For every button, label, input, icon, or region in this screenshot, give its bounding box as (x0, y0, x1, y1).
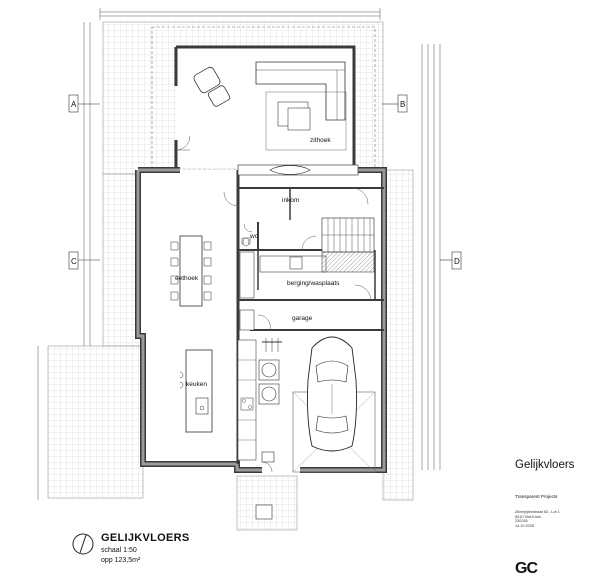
room-label-berging: berging/wasplaats (287, 280, 340, 287)
section-marker-a: A (68, 94, 100, 113)
terrace-right (382, 169, 414, 501)
car (292, 336, 376, 473)
section-marker-b: B (382, 94, 408, 113)
dimension-lines (37, 8, 441, 500)
wc-fixture (241, 237, 251, 247)
legend-scale: schaal 1:50 (101, 547, 137, 554)
room-label-zithoek: zithoek (310, 137, 331, 144)
kitchen-units (237, 339, 257, 461)
titleblock-address: Zilverpijlenstraat 63 - Lot 1 8310 Sint-… (515, 510, 560, 528)
company-logo: GC (515, 560, 538, 577)
room-label-inkom: inkom (282, 197, 299, 204)
address-line: 230245 (515, 519, 528, 524)
titleblock-firm: Transparent Projects (515, 494, 558, 499)
section-marker-c: C (68, 251, 100, 270)
room-label-garage: garage (292, 315, 313, 322)
address-line: Zilverpijlenstraat 63 - Lot 1 (515, 510, 560, 514)
armchair (193, 66, 231, 107)
section-label-d: D (454, 257, 460, 266)
dining-table (170, 235, 212, 307)
hallway-cabinet (237, 164, 359, 176)
legend-title: GELIJKVLOERS (101, 532, 190, 544)
storage-cabinets (239, 251, 375, 331)
laundry (258, 338, 282, 405)
entrance-details (255, 451, 275, 520)
section-label-a: A (71, 100, 77, 109)
north-arrow-icon (72, 533, 94, 555)
entrance-path (236, 475, 298, 531)
titleblock-title: Gelijkvloers (515, 459, 575, 471)
kitchen-island (179, 349, 213, 433)
legend-area: opp 123,5m² (101, 557, 141, 564)
doors (223, 187, 372, 473)
sofa (255, 61, 347, 151)
section-label-b: B (400, 100, 405, 109)
section-marker-d: D (440, 251, 462, 270)
address-line: 8310 Sint-Kruis (515, 514, 541, 519)
room-label-wc: wc (249, 233, 259, 240)
terrace-left (47, 173, 144, 499)
staircase (321, 217, 375, 253)
room-label-eethoek: eethoek (175, 275, 199, 282)
address-line: 14.10.2025 (515, 523, 535, 528)
section-label-c: C (71, 257, 77, 266)
room-label-keuken: keuken (186, 381, 207, 388)
